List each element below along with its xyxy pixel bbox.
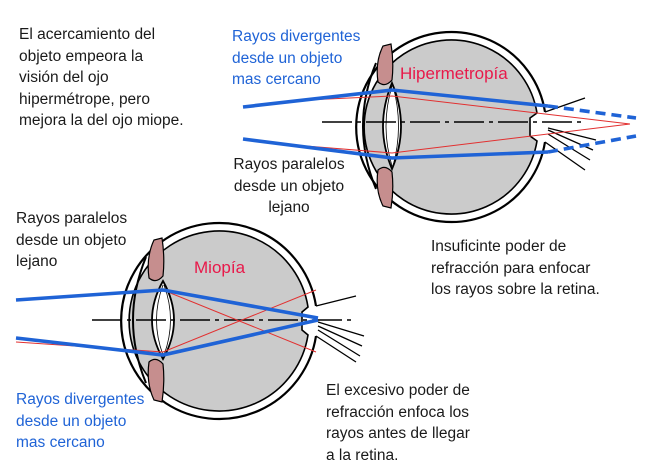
caption-line: a la retina.: [326, 446, 399, 464]
myopia-iris-upper: [147, 237, 165, 282]
myopia-eye: [15, 221, 365, 421]
hyperopia-vitreous-body: [363, 39, 538, 215]
hyperopia-eye: [242, 30, 637, 224]
label-line: lejano: [16, 253, 58, 270]
label-line: mas cercano: [16, 434, 105, 451]
hyperopia-caption: Insuficinte poder de refracción para enf…: [431, 236, 600, 301]
caption-line: Insuficinte poder de: [431, 238, 567, 255]
hyperopia-iris-lower: [376, 166, 394, 209]
label-line: Rayos divergentes: [232, 28, 361, 45]
label-line: desde un objeto: [232, 49, 343, 67]
hyperopia-title: Hipermetropía: [400, 64, 508, 83]
label-line: Rayos paralelos: [16, 210, 128, 227]
myopia-title: Miopía: [194, 258, 246, 277]
intro-text: El acercamiento del objeto empeora la vi…: [19, 24, 184, 132]
hyperopia-divergent-rays: [242, 88, 637, 160]
intro-line: hipermétrope, pero: [19, 90, 150, 108]
intro-line: El acercamiento del: [19, 26, 156, 43]
myopia-iris-lower: [147, 358, 165, 403]
intro-line: objeto empeora la: [19, 47, 144, 65]
myopia-cornea: [132, 256, 147, 384]
caption-line: El excesivo poder de: [326, 382, 470, 399]
caption-line: rayos antes de llegar: [326, 425, 470, 442]
hyperopia-iris-upper: [376, 43, 394, 86]
hyperopia-cornea: [362, 62, 377, 190]
label-line: desde un objeto: [233, 177, 345, 195]
myopia-divergent-rays: [15, 288, 319, 357]
intro-line: mejora la del ojo miope.: [19, 112, 184, 129]
myopia-caption: El excesivo poder de refracción enfoca l…: [326, 380, 470, 466]
intro-line: visión del ojo: [19, 69, 109, 86]
hyperopia-divergent-label: Rayos divergentes desde un objeto mas ce…: [232, 26, 360, 91]
caption-line: refracción enfoca los: [326, 403, 470, 421]
myopia-parallel-label: Rayos paralelos desde un objeto lejano: [16, 208, 127, 273]
hyperopia-parallel-label: Rayos paralelos desde un objeto lejano: [224, 154, 354, 219]
myopia-optic-nerve: [315, 295, 365, 363]
label-line: Rayos divergentes: [16, 391, 145, 408]
label-line: Rayos paralelos: [233, 156, 345, 173]
label-line: mas cercano: [232, 71, 321, 88]
myopia-vitreous-body: [128, 230, 309, 412]
label-line: lejano: [268, 199, 310, 216]
caption-line: los rayos sobre la retina.: [431, 281, 600, 298]
label-line: desde un objeto: [16, 231, 127, 249]
hyperopia-parallel-rays: [305, 95, 631, 154]
myopia-divergent-label: Rayos divergentes desde un objeto mas ce…: [16, 389, 144, 454]
caption-line: refracción para enfocar: [431, 259, 591, 277]
label-line: desde un objeto: [16, 412, 127, 430]
